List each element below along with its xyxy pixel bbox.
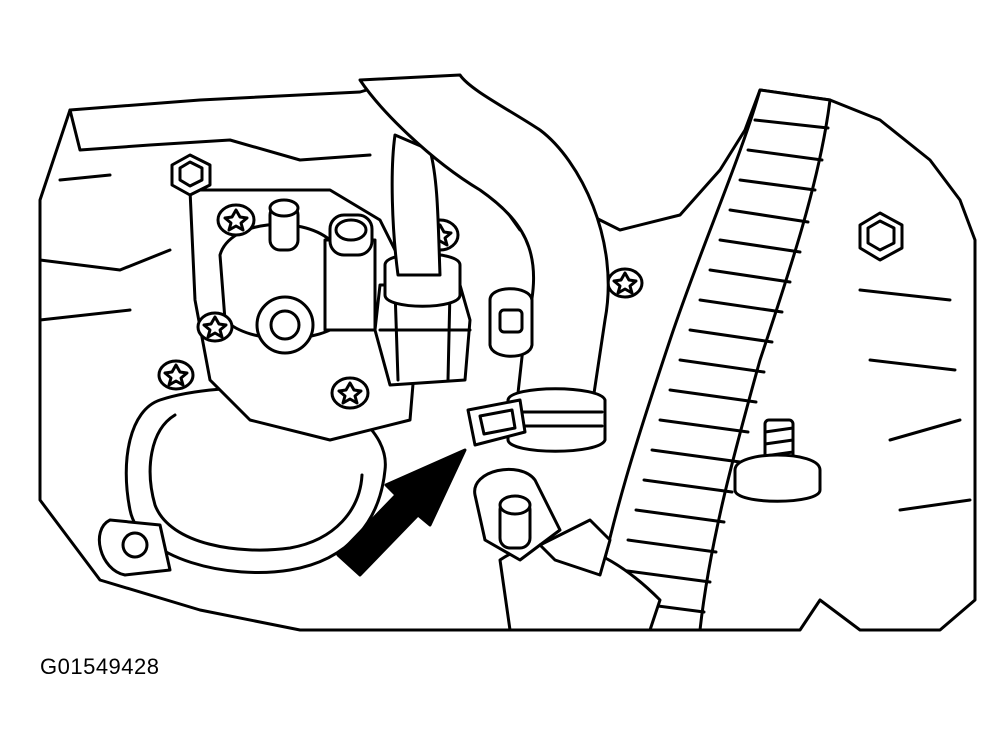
figure-id-label: G01549428 <box>40 654 160 679</box>
torx-bolt-icon <box>218 205 254 235</box>
actuator-boss-center <box>271 311 299 339</box>
thin-vacuum-hose <box>392 135 440 275</box>
stud-washer <box>735 455 820 501</box>
hose-clamp-band <box>508 389 605 452</box>
engine-top-edge <box>70 110 370 160</box>
nut-flat-lines <box>380 290 470 380</box>
sensor-stud-cap <box>270 200 298 216</box>
hex-bolt-icon <box>172 155 210 195</box>
torx-bolt-icon <box>608 269 642 297</box>
cover-mount-hole <box>123 533 147 557</box>
harness-ribs <box>612 120 828 612</box>
engine-left-ridge <box>40 175 170 320</box>
stud-threads <box>765 428 793 468</box>
cover-inner-rim <box>150 415 362 550</box>
torx-bolt-icon <box>332 378 368 408</box>
engine-component-illustration <box>0 0 983 640</box>
clip-inner <box>480 410 515 434</box>
band-clamp <box>540 520 610 575</box>
engine-right-ridge <box>860 290 970 510</box>
torx-bolt-icon <box>198 313 232 341</box>
torx-bolt-icon <box>159 361 193 389</box>
fitting-top <box>336 220 366 240</box>
clip-post-top <box>500 496 530 514</box>
arrow-icon <box>338 450 465 575</box>
hose-clamp-ridges <box>512 412 602 426</box>
hex-bolt-icon <box>860 213 902 260</box>
connector-latch <box>500 310 522 332</box>
